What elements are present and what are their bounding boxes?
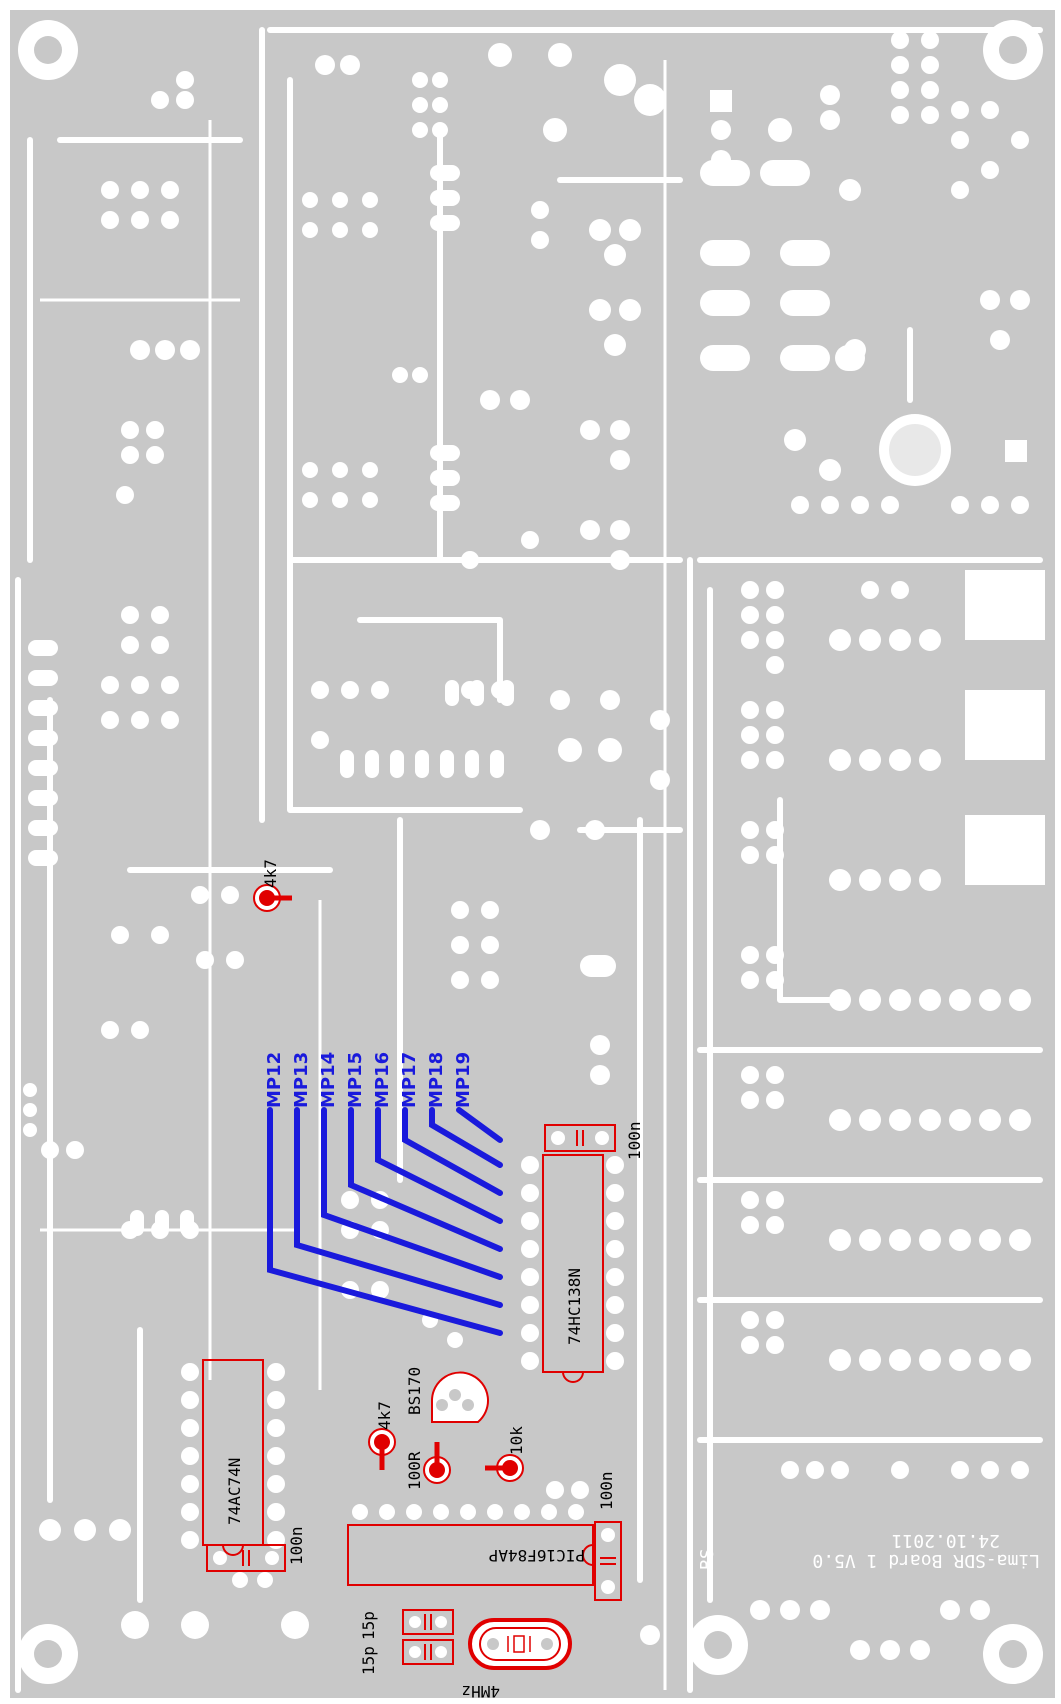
label-74ac74n: 74AC74N [225, 1458, 244, 1525]
label-15p-a: 15p [359, 1646, 378, 1675]
label-4k7-top: 4k7 [261, 859, 280, 888]
label-15p-b: 15p [359, 1611, 378, 1640]
mp14-label: MP14 [318, 1052, 339, 1108]
mp-wiring [267, 1107, 503, 1336]
pad-column-middle [191, 43, 670, 1085]
mp-labels: MP12 MP13 MP14 MP15 MP16 MP17 MP18 MP19 [264, 1052, 474, 1108]
label-4mhz: 4MHz [461, 1682, 500, 1701]
mp15-wire [348, 1107, 503, 1252]
resistor-10k [485, 1454, 524, 1482]
mounting-holes [18, 20, 1043, 1684]
component-labels: 4k7 100n 74HC138N BS170 4k7 100R 10k 100… [225, 859, 644, 1701]
copper-pour [10, 10, 1055, 1698]
mp16-wire [375, 1107, 503, 1224]
pad-column-left-oval [28, 640, 194, 1236]
mp19-wire [456, 1107, 503, 1143]
mp14-wire [321, 1107, 503, 1280]
label-4k7-bottom: 4k7 [375, 1401, 394, 1430]
label-100n-flipflop: 100n [287, 1526, 306, 1565]
transistor-bs170 [431, 1371, 489, 1423]
cap-decoder [544, 1124, 616, 1152]
cap-mcu [594, 1521, 622, 1601]
mp19-label: MP19 [453, 1052, 474, 1108]
mp15-label: MP15 [345, 1052, 366, 1108]
crystal-4mhz [468, 1618, 572, 1670]
mp18-wire [429, 1107, 503, 1168]
label-bs170: BS170 [405, 1367, 424, 1415]
label-74hc138n: 74HC138N [565, 1268, 584, 1345]
mp13-label: MP13 [291, 1052, 312, 1108]
resistor-4k7-bottom [368, 1428, 396, 1470]
mp17-wire [402, 1107, 503, 1196]
label-100r: 100R [405, 1451, 424, 1490]
cap-flipflop [206, 1544, 286, 1572]
ic-74ac74n [181, 1359, 285, 1556]
mp12-label: MP12 [264, 1052, 285, 1108]
resistor-4k7-top [253, 884, 292, 912]
pads [23, 31, 1045, 1660]
cap-15p-pair [402, 1609, 454, 1665]
mp16-label: MP16 [372, 1052, 393, 1108]
mp13-wire [294, 1107, 503, 1308]
ic-74hc138n [521, 1154, 624, 1383]
mp12-wire [267, 1107, 503, 1336]
board-corner-label: BS [697, 1548, 718, 1570]
pad-column-right-upper [710, 31, 1030, 514]
label-100n-decoder: 100n [625, 1121, 644, 1160]
pad-column-left [23, 71, 309, 1639]
label-10k: 10k [507, 1426, 526, 1455]
pad-middle-oval [340, 165, 616, 977]
board-title-line1: Lima-SDR Board 1 V5.0 [812, 1550, 1040, 1571]
board-title: Lima-SDR Board 1 V5.0 24.10.2011 BS [697, 1530, 1040, 1571]
resistor-100r [423, 1442, 451, 1484]
label-pic16f84ap: PIC16F84AP [489, 1546, 585, 1565]
mp18-label: MP18 [426, 1052, 447, 1108]
pad-grid-right [741, 570, 1045, 1660]
label-100n-mcu: 100n [597, 1471, 616, 1510]
isolation-traces [15, 27, 1043, 1693]
pad-right-oval [700, 160, 865, 371]
board-title-line2: 24.10.2011 [892, 1530, 1000, 1551]
ic-pic16f84ap [347, 1504, 594, 1586]
mp17-label: MP17 [399, 1052, 420, 1108]
